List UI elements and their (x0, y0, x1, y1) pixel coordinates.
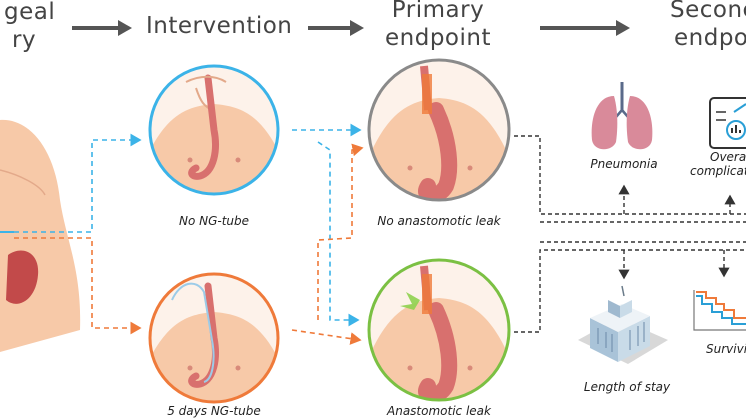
ng-tube-caption: 5 days NG-tube (167, 404, 261, 418)
secondary-endpoint-line2: endpoi (674, 25, 746, 51)
ng-tube-circle (148, 272, 280, 404)
patient-torso-illustration (0, 119, 81, 353)
leak-caption: Anastomotic leak (387, 404, 491, 418)
complications-caption-line2: complicat (690, 164, 746, 178)
length-of-stay-caption: Length of stay (583, 380, 671, 394)
pneumonia-caption: Pneumonia (590, 157, 658, 171)
flow-orange (14, 143, 364, 345)
header-arrows (72, 20, 630, 36)
flow-outcomes (514, 135, 746, 333)
intervention-header: Intervention (146, 13, 293, 39)
leak-circle (367, 258, 511, 402)
lungs-icon (591, 82, 653, 150)
survival-curve-icon (693, 290, 746, 331)
complications-caption: Overa complicat (690, 150, 746, 178)
complications-caption-line1: Overa (710, 150, 746, 164)
secondary-endpoint-header: Seconc endpoi (664, 0, 746, 52)
primary-endpoint-line2: endpoint (385, 25, 491, 51)
no-leak-circle (367, 58, 511, 202)
secondary-endpoint-line1: Seconc (670, 0, 746, 23)
surgery-header-line1: geal (4, 0, 56, 25)
survival-caption: Survivi (706, 342, 746, 356)
surgery-header: geal ry (0, 0, 56, 54)
no-ng-tube-circle (148, 64, 280, 196)
surgery-header-line2: ry (12, 27, 37, 53)
hospital-icon (578, 285, 668, 364)
no-ng-tube-caption: No NG-tube (178, 214, 250, 228)
no-leak-caption: No anastomotic leak (377, 214, 501, 228)
flow-blue (14, 123, 362, 327)
primary-endpoint-line1: Primary (391, 0, 485, 23)
complications-icon (709, 97, 746, 149)
primary-endpoint-header: Primary endpoint (376, 0, 500, 52)
